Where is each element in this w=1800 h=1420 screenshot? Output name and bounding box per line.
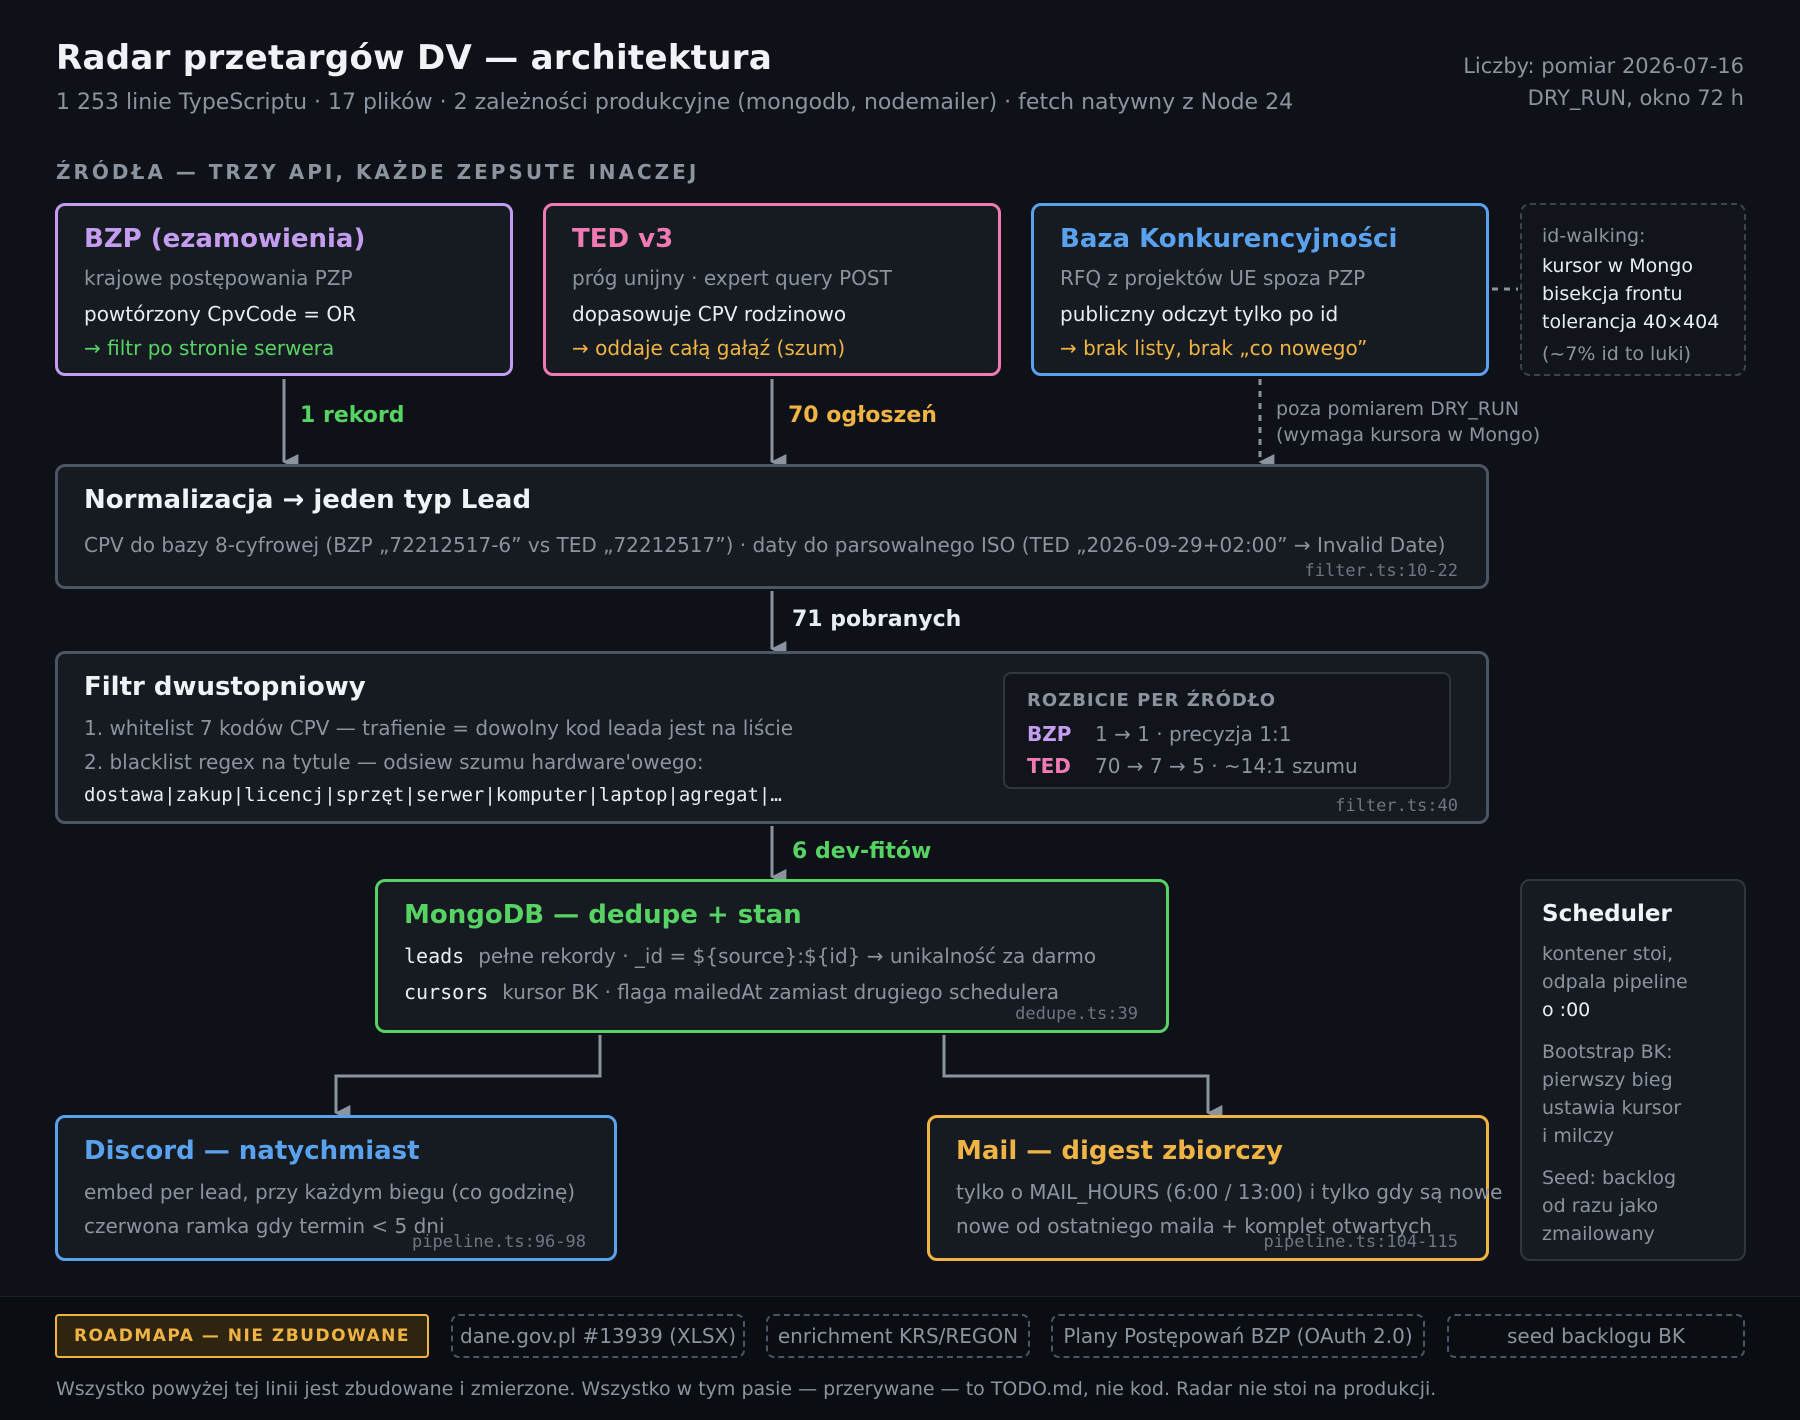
flow-label-ted-count: 70 ogłoszeń	[788, 403, 937, 428]
source-ted-title: TED v3	[572, 224, 674, 254]
breakdown-value-ted: 70 → 7 → 5 · ~14:1 szumu	[1095, 754, 1358, 778]
scheduler-panel: Scheduler kontener stoi, odpala pipeline…	[1520, 879, 1746, 1261]
source-bk-line3: → brak listy, brak „co nowego”	[1060, 336, 1368, 360]
roadmap-item-plany-bzp: Plany Postępowań BZP (OAuth 2.0)	[1051, 1314, 1425, 1358]
page-subtitle: 1 253 linie TypeScriptu · 17 plików · 2 …	[56, 90, 1294, 115]
source-bzp-box: BZP (ezamowienia) krajowe postępowania P…	[55, 203, 513, 376]
normalization-box: Normalizacja → jeden typ Lead CPV do baz…	[55, 464, 1489, 589]
breakdown-source-ted: TED	[1027, 754, 1071, 778]
measurement-meta: Liczby: pomiar 2026-07-16 DRY_RUN, okno …	[1463, 50, 1744, 114]
scheduler-line: pierwszy bieg	[1542, 1069, 1673, 1091]
scheduler-line: odpala pipeline	[1542, 971, 1688, 993]
filter-title: Filtr dwustopniowy	[84, 672, 366, 702]
filter-step2: 2. blacklist regex na tytule — odsiew sz…	[84, 750, 704, 774]
scheduler-line: Bootstrap BK:	[1542, 1041, 1673, 1063]
filter-regex: dostawa|zakup|licencj|sprzęt|serwer|komp…	[84, 784, 782, 806]
id-walking-note: id-walking: kursor w Mongo bisekcja fron…	[1520, 203, 1746, 376]
breakdown-source-bzp: BZP	[1027, 722, 1072, 746]
breakdown-value-bzp: 1 → 1 · precyzja 1:1	[1095, 722, 1292, 746]
source-ted-box: TED v3 próg unijny · expert query POST d…	[543, 203, 1001, 376]
scheduler-line: o :00	[1542, 999, 1591, 1021]
meta-line-date: Liczby: pomiar 2026-07-16	[1463, 54, 1744, 78]
source-bzp-line1: krajowe postępowania PZP	[84, 266, 353, 290]
mongodb-cursors-desc: kursor BK · flaga mailedAt zamiast drugi…	[502, 980, 1060, 1004]
discord-title: Discord — natychmiast	[84, 1136, 420, 1166]
breakdown-title: ROZBICIE PER ŹRÓDŁO	[1027, 690, 1277, 711]
source-bk-box: Baza Konkurencyjności RFQ z projektów UE…	[1031, 203, 1489, 376]
scheduler-line: i milczy	[1542, 1125, 1615, 1147]
scheduler-line: ustawia kursor	[1542, 1097, 1682, 1119]
arrow-mongo-to-mail	[942, 1035, 1223, 1121]
bk-note-line1: poza pomiarem DRY_RUN	[1276, 398, 1520, 420]
scheduler-title: Scheduler	[1542, 901, 1672, 927]
roadmap-item-dane-gov: dane.gov.pl #13939 (XLSX)	[451, 1314, 745, 1358]
page-title: Radar przetargów DV — architektura	[56, 38, 773, 78]
scheduler-line: od razu jako	[1542, 1195, 1659, 1217]
mongodb-title: MongoDB — dedupe + stan	[404, 900, 802, 930]
mongodb-row-leads: leads pełne rekordy · _id = ${source}:${i…	[404, 944, 1096, 968]
scheduler-line: zmailowany	[1542, 1223, 1655, 1245]
mongodb-collection-leads: leads	[404, 944, 465, 968]
roadmap-tag: ROADMAPA — NIE ZBUDOWANE	[55, 1314, 429, 1358]
filter-box: Filtr dwustopniowy 1. whitelist 7 kodów …	[55, 651, 1489, 824]
flow-label-fetched: 71 pobranych	[792, 607, 962, 632]
mail-ref: pipeline.ts:104-115	[1263, 1232, 1458, 1252]
source-bzp-title: BZP (ezamowienia)	[84, 224, 366, 254]
roadmap-footer-note: Wszystko powyżej tej linii jest zbudowan…	[56, 1378, 1437, 1400]
normalization-ref: filter.ts:10-22	[1304, 561, 1458, 581]
source-breakdown-panel: ROZBICIE PER ŹRÓDŁO BZP 1 → 1 · precyzja …	[1003, 672, 1451, 789]
scheduler-line: kontener stoi,	[1542, 943, 1674, 965]
filter-step1: 1. whitelist 7 kodów CPV — trafienie = d…	[84, 716, 794, 740]
arrow-mongo-to-discord	[334, 1035, 602, 1121]
mongodb-leads-desc: pełne rekordy · _id = ${source}:${id} → …	[478, 944, 1097, 968]
discord-ref: pipeline.ts:96-98	[412, 1232, 586, 1252]
id-walking-line3: tolerancja 40×404	[1542, 311, 1720, 333]
id-walking-line2: bisekcja frontu	[1542, 283, 1683, 305]
source-bk-line2: publiczny odczyt tylko po id	[1060, 302, 1339, 326]
source-ted-line3: → oddaje całą gałąź (szum)	[572, 336, 846, 360]
roadmap-item-krs-regon: enrichment KRS/REGON	[766, 1314, 1030, 1358]
mongodb-collection-cursors: cursors	[404, 980, 489, 1004]
id-walking-line1: kursor w Mongo	[1542, 255, 1693, 277]
normalization-title: Normalizacja → jeden typ Lead	[84, 485, 532, 515]
id-walking-label: id-walking:	[1542, 225, 1646, 247]
breakdown-row-bzp: BZP 1 → 1 · precyzja 1:1	[1027, 722, 1291, 746]
id-walking-line4: (~7% id to luki)	[1542, 343, 1692, 365]
mail-line1: tylko o MAIL_HOURS (6:00 / 13:00) i tylk…	[956, 1180, 1503, 1204]
bk-note-line2: (wymaga kursora w Mongo)	[1276, 424, 1541, 446]
roadmap-item-seed-bk: seed backlogu BK	[1447, 1314, 1745, 1358]
normalization-desc: CPV do bazy 8-cyfrowej (BZP „72212517-6”…	[84, 533, 1446, 557]
source-bzp-line3: → filtr po stronie serwera	[84, 336, 335, 360]
source-ted-line1: próg unijny · expert query POST	[572, 266, 892, 290]
discord-line2: czerwona ramka gdy termin < 5 dni	[84, 1214, 445, 1238]
discord-line1: embed per lead, przy każdym biegu (co go…	[84, 1180, 576, 1204]
discord-output-box: Discord — natychmiast embed per lead, pr…	[55, 1115, 617, 1261]
mongodb-ref: dedupe.ts:39	[1015, 1004, 1138, 1024]
source-bk-line1: RFQ z projektów UE spoza PZP	[1060, 266, 1366, 290]
meta-line-mode: DRY_RUN, okno 72 h	[1527, 86, 1744, 110]
flow-label-bk-note: poza pomiarem DRY_RUN (wymaga kursora w …	[1276, 396, 1540, 448]
source-bzp-line2: powtórzony CpvCode = OR	[84, 302, 357, 326]
mail-title: Mail — digest zbiorczy	[956, 1136, 1283, 1166]
scheduler-line: Seed: backlog	[1542, 1167, 1677, 1189]
flow-label-devfits: 6 dev-fitów	[792, 839, 932, 864]
mongodb-row-cursors: cursors kursor BK · flaga mailedAt zamias…	[404, 980, 1059, 1004]
mongodb-box: MongoDB — dedupe + stan leads pełne rekor…	[375, 879, 1169, 1033]
roadmap-band	[0, 1296, 1800, 1420]
mail-output-box: Mail — digest zbiorczy tylko o MAIL_HOUR…	[927, 1115, 1502, 1261]
source-bk-title: Baza Konkurencyjności	[1060, 224, 1398, 254]
sources-section-title: ŹRÓDŁA — TRZY API, KAŻDE ZEPSUTE INACZEJ	[56, 160, 700, 184]
mail-line2: nowe od ostatniego maila + komplet otwar…	[956, 1214, 1432, 1238]
filter-ref: filter.ts:40	[1335, 796, 1458, 816]
flow-label-bzp-count: 1 rekord	[300, 403, 405, 428]
breakdown-row-ted: TED 70 → 7 → 5 · ~14:1 szumu	[1027, 754, 1358, 778]
source-ted-line2: dopasowuje CPV rodzinowo	[572, 302, 847, 326]
